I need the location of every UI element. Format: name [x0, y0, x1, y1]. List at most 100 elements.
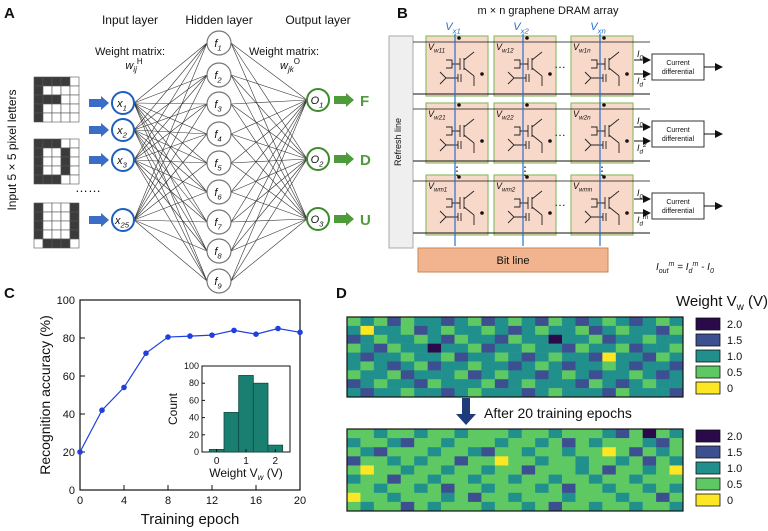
- heatmap-cell: [521, 447, 536, 457]
- heatmap-cell: [441, 429, 455, 439]
- input-node-label: x2: [116, 125, 128, 139]
- accuracy-point: [77, 449, 83, 455]
- connection-line: [133, 42, 208, 131]
- connection-line: [230, 158, 308, 282]
- heatmap-cell: [562, 334, 576, 344]
- pixel-cell: [69, 165, 80, 176]
- heatmap-cell: [481, 388, 496, 398]
- heatmap-cell: [562, 465, 576, 475]
- node-dot: [602, 175, 606, 179]
- heatmap-cell: [441, 343, 455, 353]
- heatmap-cell: [669, 456, 684, 466]
- heatmap-cell: [575, 370, 590, 380]
- heatmap-cell: [347, 429, 361, 439]
- heatmap-cell: [615, 334, 630, 344]
- heatmap-cell: [602, 379, 617, 389]
- input-arrow-icon: [89, 123, 109, 137]
- dram-cell: [425, 102, 489, 164]
- heatmap-before: [346, 316, 684, 398]
- heatmap-cell: [656, 447, 670, 457]
- legend-label: 2.0: [727, 319, 742, 331]
- heatmap-cell: [481, 343, 496, 353]
- pixel-cell: [69, 85, 80, 96]
- heatmap-cell: [588, 438, 603, 448]
- heatmap-cell: [414, 447, 428, 457]
- heatmap-cell: [494, 438, 509, 448]
- pixel-cell: [33, 211, 44, 222]
- legend-label: 0: [727, 495, 733, 507]
- pixel-cell: [51, 147, 62, 158]
- heatmap-cell: [656, 379, 670, 389]
- heatmap-cell: [494, 325, 509, 336]
- heatmap-cell: [535, 343, 549, 353]
- pixel-cell: [69, 238, 80, 249]
- heatmap-cell: [588, 429, 603, 439]
- heatmap-cell: [467, 317, 482, 327]
- hidden-node-label: f5: [214, 158, 222, 172]
- heatmap-cell: [347, 379, 361, 389]
- accuracy-point: [297, 329, 303, 336]
- heatmap-cell: [535, 334, 549, 344]
- pixel-cell: [69, 76, 80, 87]
- connection-line: [133, 103, 208, 131]
- transistor-symbol: [439, 210, 462, 224]
- connection-line: [133, 159, 208, 223]
- heatmap-cell: [373, 447, 388, 457]
- heatmap-cell: [669, 334, 684, 344]
- heatmap-cell: [467, 370, 482, 380]
- heatmap-cell: [669, 483, 684, 494]
- heatmap-cell: [508, 352, 523, 362]
- heatmap-cell: [669, 438, 684, 448]
- heatmap-cell: [441, 492, 455, 503]
- heatmap-cell: [441, 370, 455, 380]
- heatmap-cell: [548, 352, 563, 362]
- connection-line: [230, 218, 308, 282]
- vertical-ellipsis: ⋮: [519, 164, 531, 178]
- connection-line: [133, 159, 208, 193]
- heatmap-cell: [602, 465, 617, 475]
- heatmap-cell: [521, 361, 536, 371]
- heatmap-cell: [481, 483, 496, 494]
- heatmap-cell: [508, 361, 523, 371]
- y-tick-label: 100: [57, 295, 75, 307]
- heatmap-cell: [481, 317, 496, 327]
- input-ellipsis: ……: [75, 180, 101, 195]
- heatmap-cell: [481, 352, 496, 362]
- heatmap-cell: [521, 474, 536, 484]
- legend-label: 1.0: [727, 351, 742, 363]
- bit-line-bar: [417, 247, 609, 273]
- heatmap-cell: [629, 447, 643, 457]
- vertical-ellipsis: ⋮: [451, 164, 463, 178]
- connection-line: [230, 42, 308, 220]
- connection-line: [230, 99, 308, 223]
- pixel-cell: [69, 202, 80, 213]
- pixel-cell: [51, 76, 62, 87]
- heatmap-cell: [588, 379, 603, 389]
- current-differential-box: [651, 53, 705, 81]
- heatmap-cell: [347, 388, 361, 398]
- heatmap-cell: [629, 361, 643, 371]
- heatmap-cell: [642, 361, 657, 371]
- output-node: [306, 147, 330, 171]
- heatmap-cell: [656, 325, 670, 336]
- output-node: [306, 207, 330, 231]
- heatmap-cell: [387, 501, 402, 512]
- heatmap-cell: [642, 429, 657, 439]
- legend-swatch: [695, 349, 721, 363]
- heatmap-cell: [427, 361, 442, 371]
- pixel-cell: [42, 229, 53, 240]
- heatmap-cell: [508, 447, 523, 457]
- heatmap-cell: [521, 352, 536, 362]
- pixel-cell: [33, 165, 44, 176]
- pixel-cell: [51, 85, 62, 96]
- node-dot: [457, 36, 461, 40]
- heatmap-cell: [669, 352, 684, 362]
- pixel-cell: [42, 85, 53, 96]
- pixel-cell: [42, 174, 53, 185]
- input-node-label: x3: [116, 155, 128, 169]
- heatmap-cell: [481, 456, 496, 466]
- heatmap-cell: [454, 429, 469, 439]
- heatmap-cell: [548, 370, 563, 380]
- heatmap-cell: [629, 501, 643, 512]
- heatmap-cell: [400, 447, 415, 457]
